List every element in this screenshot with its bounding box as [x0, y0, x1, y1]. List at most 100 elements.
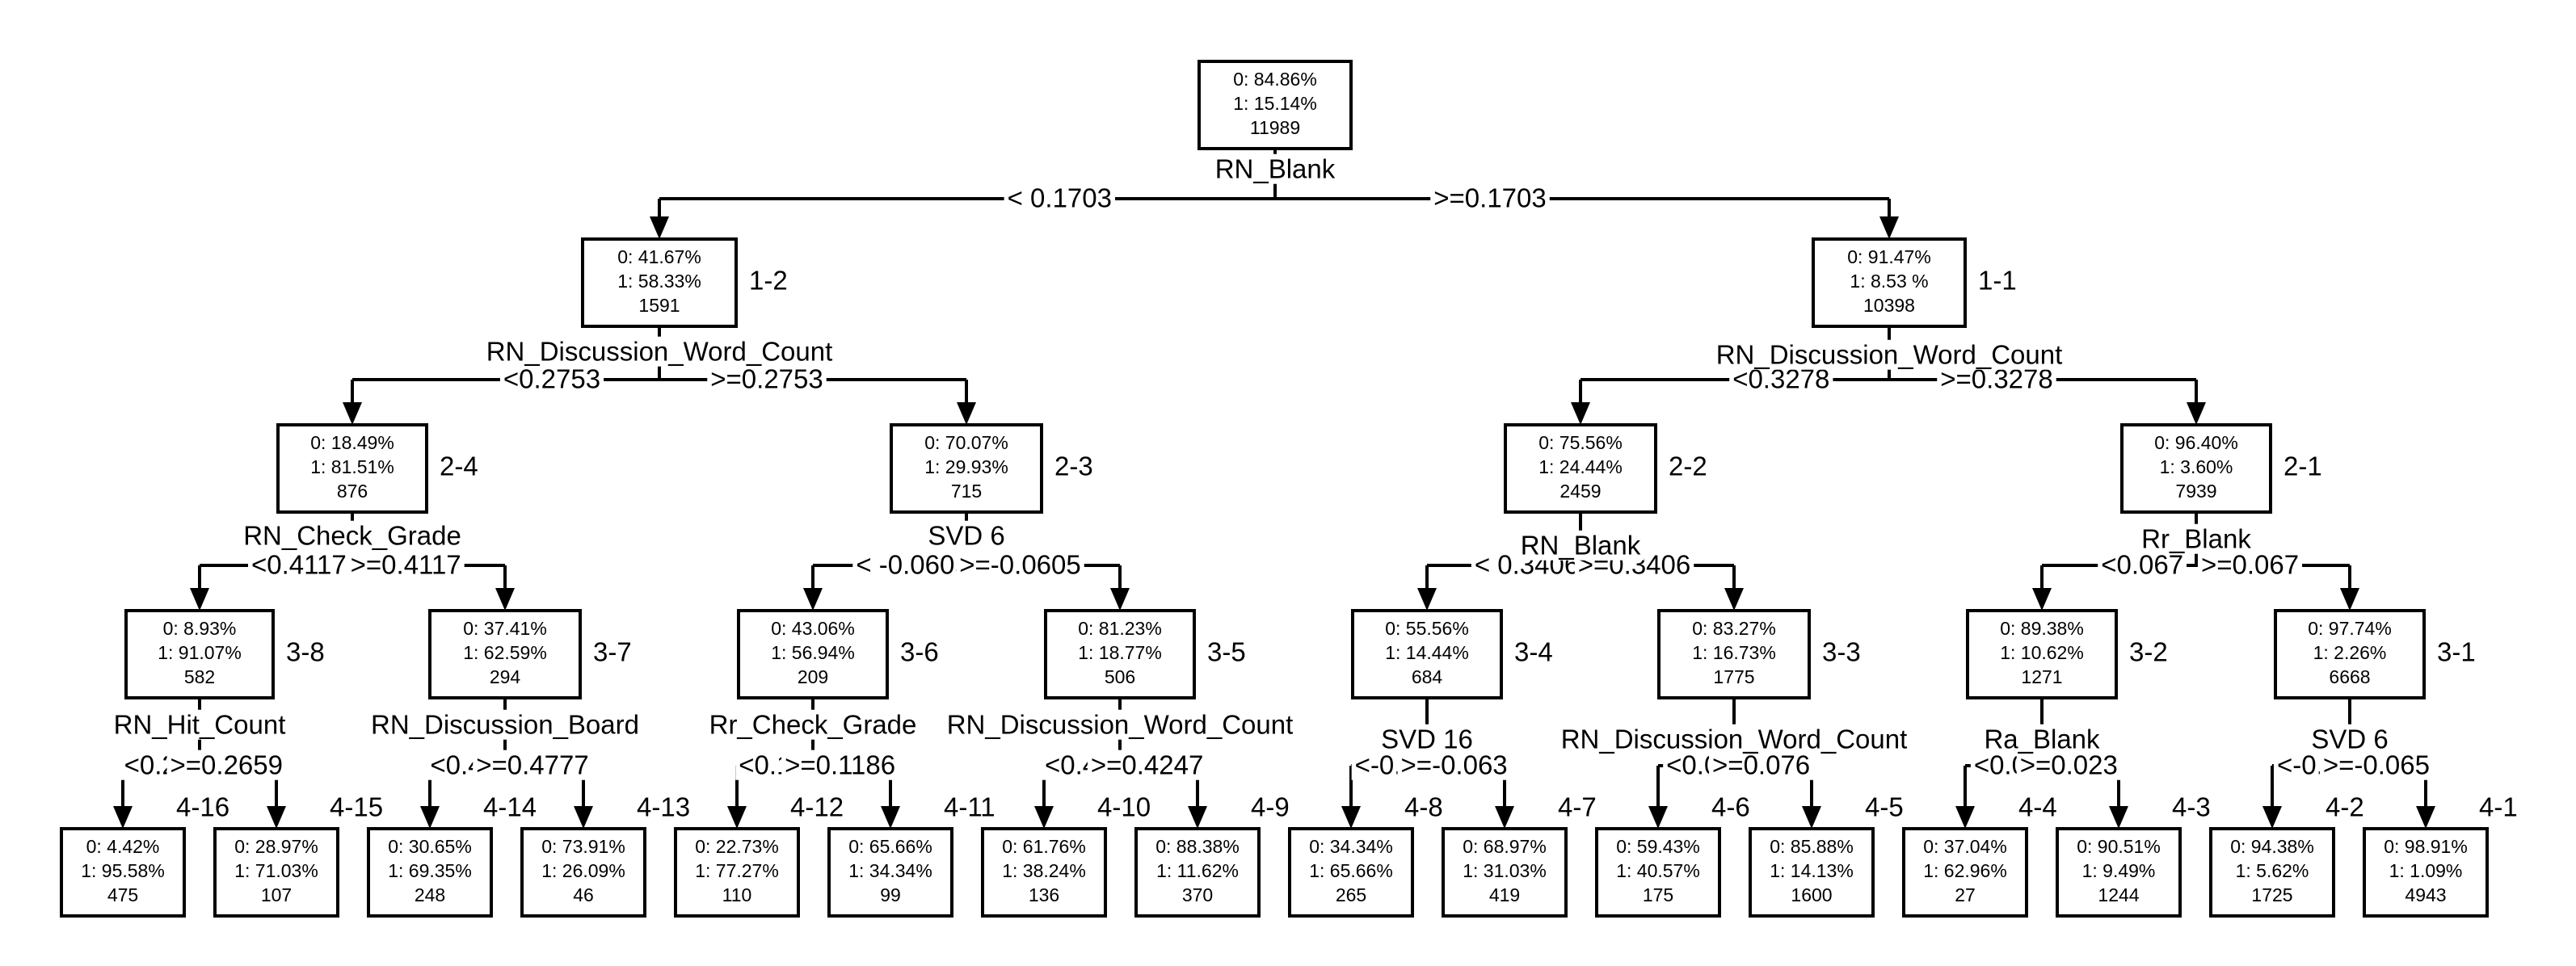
node-id-label: 3-2	[2129, 637, 2168, 667]
split-attribute-label-backdrop	[1211, 153, 1339, 184]
arrow-head-icon	[420, 806, 440, 829]
arrow-head-icon	[1188, 806, 1207, 829]
node-class0-share: 0: 94.38%	[2230, 836, 2314, 857]
node-class1-share: 1: 14.13%	[1770, 860, 1854, 881]
split-attribute-label-backdrop	[368, 709, 642, 740]
node-id-label: 4-14	[483, 792, 537, 822]
split-attribute-label: RN_Discussion_Word_Count	[1561, 724, 1908, 754]
node-class0-share: 0: 75.56%	[1538, 432, 1623, 453]
node-id-label: 4-5	[1865, 792, 1904, 822]
node-sample-count: 2459	[1559, 481, 1601, 502]
node-class1-share: 1: 71.03%	[234, 860, 318, 881]
node-box	[1812, 237, 1967, 328]
node-class0-share: 0: 37.04%	[1923, 836, 2007, 857]
node-box	[1595, 827, 1721, 918]
node-class1-share: 1: 56.94%	[771, 642, 855, 663]
split-attribute-label-backdrop	[2138, 523, 2255, 554]
condition-left-label: < -0.0605	[856, 550, 969, 580]
split-attribute-label: RN_Discussion_Word_Count	[1716, 340, 2063, 370]
labels-layer: < 0.1703>=0.1703RN_Blank<0.2753>=0.2753R…	[110, 153, 2433, 780]
node-class0-share: 0: 41.67%	[617, 246, 701, 267]
node-box	[981, 827, 1107, 918]
condition-left-label: <0.067	[2101, 550, 2183, 580]
condition-right-label-backdrop	[956, 549, 1084, 580]
node-sample-count: 7939	[2175, 481, 2216, 502]
node-sample-count: 175	[1643, 884, 1673, 905]
node-box	[2120, 423, 2272, 514]
node-id-label: 3-7	[593, 637, 632, 667]
node-box	[1504, 423, 1657, 514]
node-sample-count: 294	[490, 666, 521, 687]
node-sample-count: 248	[415, 884, 445, 905]
condition-right-label: >=-0.065	[2323, 750, 2430, 780]
node-id-label: 2-2	[1669, 452, 1707, 481]
split-attribute-label: RN_Check_Grade	[243, 521, 461, 551]
node-id-label: 4-3	[2172, 792, 2211, 822]
node-id-label: 4-4	[2018, 792, 2057, 822]
split-attribute-label-backdrop	[1378, 724, 1476, 754]
node-id-label: 4-8	[1404, 792, 1443, 822]
node-sample-count: 4943	[2405, 884, 2446, 905]
condition-right-label-backdrop	[2016, 750, 2121, 780]
condition-right-label: >=0.4247	[1091, 750, 1203, 780]
node-sample-count: 110	[722, 884, 752, 905]
arrow-head-icon	[267, 806, 286, 829]
node-id-label: 2-1	[2283, 452, 2322, 481]
arrow-head-icon	[343, 402, 362, 425]
arrow-head-icon	[190, 588, 209, 611]
node-sample-count: 876	[337, 481, 368, 502]
node-class1-share: 1: 16.73%	[1692, 642, 1776, 663]
node-id-label: 3-1	[2437, 637, 2476, 667]
node-sample-count: 265	[1336, 884, 1366, 905]
condition-right-label-backdrop	[473, 750, 592, 780]
node-box	[124, 609, 275, 699]
condition-right-label-backdrop	[166, 750, 286, 780]
node-box	[428, 609, 582, 699]
arrow-head-icon	[2416, 806, 2435, 829]
node-id-label: 4-11	[944, 792, 995, 822]
condition-right-label-backdrop	[707, 363, 827, 394]
arrow-head-icon	[1955, 806, 1975, 829]
node-class0-share: 0: 73.91%	[541, 836, 625, 857]
node-box	[1749, 827, 1875, 918]
arrow-head-icon	[881, 806, 900, 829]
split-attribute-label-backdrop	[1980, 724, 2104, 754]
split-attribute-label-backdrop	[1712, 339, 2066, 370]
node-class1-share: 1: 10.62%	[2000, 642, 2084, 663]
node-box	[1351, 609, 1503, 699]
node-sample-count: 1725	[2251, 884, 2292, 905]
condition-left-label: < 0.1703	[1008, 183, 1112, 213]
node-class0-share: 0: 81.23%	[1078, 618, 1162, 639]
node-sample-count: 1271	[2021, 666, 2062, 687]
node-id-label: 3-6	[900, 637, 939, 667]
tree-node-4-4: 0: 37.04%1: 62.96%274-4	[1902, 792, 2057, 918]
node-class0-share: 0: 22.73%	[695, 836, 779, 857]
node-box	[2363, 827, 2489, 918]
split-attribute-label: RN_Blank	[1521, 531, 1641, 561]
arrow-head-icon	[113, 806, 133, 829]
condition-right-label: >=0.4777	[476, 750, 588, 780]
node-class0-share: 0: 83.27%	[1692, 618, 1776, 639]
condition-right-label-backdrop	[347, 549, 465, 580]
node-sample-count: 1600	[1791, 884, 1832, 905]
arrow-head-icon	[2340, 588, 2359, 611]
arrow-head-icon	[1724, 588, 1744, 611]
node-class1-share: 1: 34.34%	[848, 860, 932, 881]
node-class0-share: 0: 90.51%	[2077, 836, 2161, 857]
node-class1-share: 1: 9.49%	[2082, 860, 2156, 881]
node-class0-share: 0: 59.43%	[1616, 836, 1700, 857]
node-class1-share: 1: 69.35%	[388, 860, 472, 881]
branch-root	[650, 149, 1899, 239]
